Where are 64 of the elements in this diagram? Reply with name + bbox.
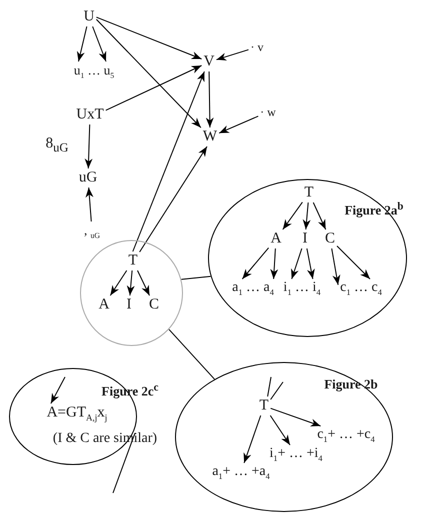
connector-line xyxy=(168,328,215,380)
node-label: c$_{1}$ … c$_{4}$ xyxy=(339,280,383,296)
arrow xyxy=(96,18,202,128)
node-label: A xyxy=(98,296,110,314)
arrow xyxy=(242,247,270,280)
connector-line xyxy=(180,276,212,280)
arrow xyxy=(306,248,315,280)
connector-line xyxy=(270,382,284,400)
node-label: · w xyxy=(259,105,277,119)
node-label: A=GT$_{A,j}$x$_{j}$ xyxy=(46,404,108,422)
arrow xyxy=(105,65,202,111)
node-label: T xyxy=(303,184,315,202)
arrow xyxy=(244,415,262,464)
arrow xyxy=(282,202,303,230)
node-label: i$_{1}$ … i$_{4}$ xyxy=(282,280,322,296)
arrow xyxy=(137,270,150,296)
arrow xyxy=(206,71,214,128)
node-label: u$_{1}$ … u$_{5}$ xyxy=(72,62,116,78)
figure-heading: Figure 2a$^{b}$ xyxy=(344,201,404,217)
connector-line xyxy=(267,376,272,397)
arrow xyxy=(126,270,135,296)
node-label: W xyxy=(202,128,218,146)
figure-heading: Figure 2b xyxy=(324,378,378,390)
arrow xyxy=(139,146,208,252)
arrow xyxy=(76,26,88,62)
arrow xyxy=(331,248,340,286)
arrow xyxy=(110,270,128,296)
connector-line xyxy=(112,432,136,494)
node-label: C xyxy=(148,296,160,314)
arrow xyxy=(132,71,205,252)
node-label: a$_{1}$+ … +a$_{4}$ xyxy=(211,464,271,480)
node-label: U xyxy=(82,8,96,26)
node-label: c$_{1}$+ … +c$_{4}$ xyxy=(316,427,376,443)
node-label: · v xyxy=(250,40,264,54)
arrow xyxy=(218,116,259,134)
arrow xyxy=(336,246,370,280)
arrow xyxy=(270,408,322,426)
arrow xyxy=(85,187,94,222)
arrow xyxy=(84,124,93,169)
arrow xyxy=(312,202,326,230)
node-label: V xyxy=(202,54,216,70)
node-label: UxT xyxy=(75,106,105,124)
node-label: C xyxy=(324,230,336,248)
arrow xyxy=(216,49,249,61)
arrow xyxy=(270,248,278,280)
arrow xyxy=(50,376,66,404)
node-label: a$_{1}$ … a$_{4}$ xyxy=(231,280,275,296)
arrow xyxy=(291,248,302,280)
node-label: I xyxy=(302,230,308,248)
node-label: T xyxy=(127,252,139,270)
node-label: T xyxy=(258,398,270,414)
ellipse-node xyxy=(175,362,393,512)
circle-node xyxy=(80,240,183,346)
arrow xyxy=(270,415,290,446)
arrow xyxy=(92,26,106,62)
node-label: A xyxy=(270,230,282,248)
ellipse-node xyxy=(208,179,407,337)
node-label: , $_{uG}$ xyxy=(82,222,102,238)
node-label: i$_{1}$+ … +i$_{4}$ xyxy=(268,446,324,462)
arrow xyxy=(96,16,202,60)
node-label: uG xyxy=(78,170,98,186)
arrow xyxy=(302,202,311,230)
edge-label: 8$_{uG}$ xyxy=(46,136,68,154)
node-label: I xyxy=(126,296,132,314)
